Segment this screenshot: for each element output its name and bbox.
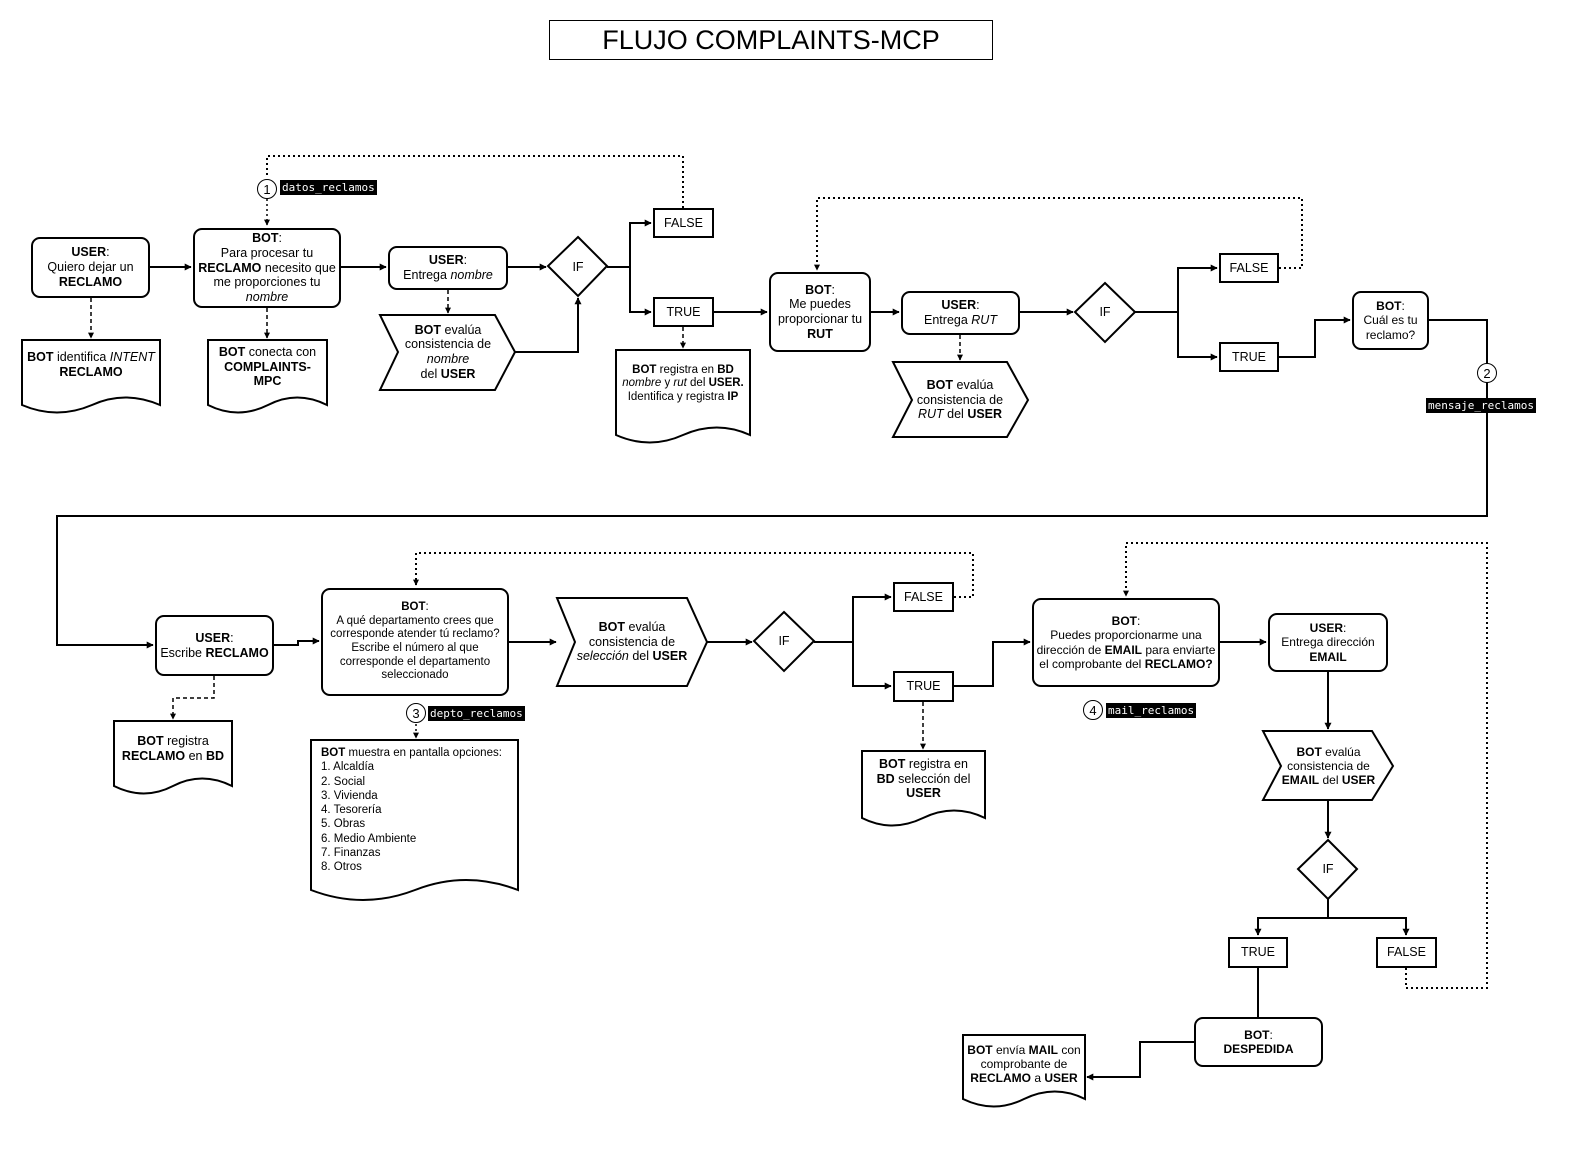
menu-option: 5. Obras [321,818,366,831]
decision-if-rut-shape [1073,281,1137,344]
node-user-rut: USER: Entrega RUT [901,291,1020,335]
branch-true-name: TRUE [653,297,714,327]
loop-back-arrow-rut [814,197,1303,271]
flow-arrow [1177,312,1218,361]
branch-true-email: TRUE [1228,937,1288,968]
flow-arrow [629,267,652,316]
decision-if-name-shape [546,235,609,298]
menu-option: 1. Alcaldía [321,761,375,774]
flow-arrow [954,638,1031,687]
menu-option: 3. Vivienda [321,789,378,802]
menu-option: 7. Finanzas [321,847,381,860]
flow-arrow [607,219,652,268]
node-bot-name-prompt: BOT: Para procesar tu RECLAMO necesito q… [193,228,341,308]
node-bot-eval-name: BOT evalúa consistencia de nombre del US… [404,322,492,381]
marker-2-label: mensaje_reclamos [1426,398,1536,413]
node-user-name: USER: Entrega nombre [388,246,508,290]
bot-register-id-document-shape [615,349,751,444]
diagram-title: FLUJO COMPLAINTS-MCP [549,20,993,60]
bot-register-selection-document-shape [861,750,986,827]
flow-arrow [1135,264,1218,313]
menu-option: 4. Tesorería [321,804,382,817]
node-bot-intent: BOT identifica INTENT RECLAMO [27,350,155,379]
bot-eval-rut-shape [891,361,1030,438]
flow-arrow [1279,316,1351,358]
node-bot-connect: BOT conecta con COMPLAINTS- MPC [218,344,317,389]
bot-eval-name-shape [378,314,517,391]
marker-1-label: datos_reclamos [280,180,377,195]
bot-send-mail-document-shape [962,1034,1086,1108]
node-bot-send-mail: BOT envía MAIL con comprobante de RECLAM… [967,1042,1081,1086]
marker-1-circle: 1 [257,179,277,199]
marker-3-circle: 3 [406,703,426,723]
decision-if-name: IF [572,260,584,274]
decision-if-email: IF [1322,862,1334,876]
node-bot-register-complaint: BOT registra RECLAMO en BD [121,734,225,763]
node-bot-email-prompt: BOT: Puedes proporcionarme una dirección… [1032,598,1220,687]
marker-3-label: depto_reclamos [428,706,525,721]
node-user-start: USER: Quiero dejar un RECLAMO [31,237,150,298]
node-user-write-complaint: USER: Escribe RECLAMO [155,615,274,676]
node-bot-eval-rut: BOT evalúa consistencia de RUT del USER [916,377,1004,422]
node-user-email: USER: Entrega dirección EMAIL [1268,613,1388,672]
flow-arrow [814,593,892,643]
bot-menu-document-shape [310,739,519,901]
branch-false-rut: FALSE [1219,253,1279,283]
marker-4-circle: 4 [1083,700,1103,720]
node-bot-dept-prompt: BOT: A qué departamento crees que corres… [321,588,509,696]
menu-option: 6. Medio Ambiente [321,832,417,845]
node-bot-ask-complaint: BOT: Cuál es tu reclamo? [1352,291,1429,350]
flow-arrow [56,319,1488,649]
menu-option: 2. Social [321,775,366,788]
flow-arrow [1328,917,1410,936]
bot-eval-email-shape [1261,730,1395,801]
node-bot-register-id: BOT registra en BD nombre y rut del USER… [622,363,744,403]
flow-arrow [515,297,582,353]
decision-if-rut: IF [1099,305,1111,319]
bot-eval-selection-shape [555,597,709,687]
bot-connect-document-shape [207,339,328,414]
node-bot-menu: BOT muestra en pantalla opciones: 1. Alc… [321,746,516,875]
branch-false-selection: FALSE [893,582,954,612]
bot-register-complaint-document-shape [113,720,233,795]
node-bot-register-selection: BOT registra en BD selección del USER [876,756,971,801]
loop-back-arrow-selection [413,552,974,598]
dashed-arrow [170,676,215,720]
loop-back-arrow-email [1123,542,1488,989]
node-bot-rut-prompt: BOT: Me puedes proporcionar tu RUT [769,272,871,352]
flow-arrow [852,642,892,690]
branch-true-rut: TRUE [1219,342,1279,372]
loop-back-arrow-name [266,155,684,208]
marker-2-circle: 2 [1477,363,1497,383]
node-bot-farewell: BOT: DESPEDIDA [1194,1017,1323,1067]
decision-if-selection-shape [752,610,816,673]
node-bot-eval-selection: BOT evalúa consistencia de selección del… [576,619,688,664]
flow-arrow [1086,1041,1194,1081]
branch-false-name: FALSE [653,208,714,238]
branch-false-email: FALSE [1376,937,1437,968]
marker-4-label: mail_reclamos [1106,703,1197,718]
flow-arrow [1254,899,1329,936]
flow-arrow [274,637,320,646]
branch-true-selection: TRUE [893,671,954,702]
menu-option: 8. Otros [321,861,362,874]
decision-if-selection: IF [778,634,790,648]
bot-intent-document-shape [21,339,161,414]
node-bot-eval-email: BOT evalúa consistencia de EMAIL del USE… [1281,744,1376,788]
